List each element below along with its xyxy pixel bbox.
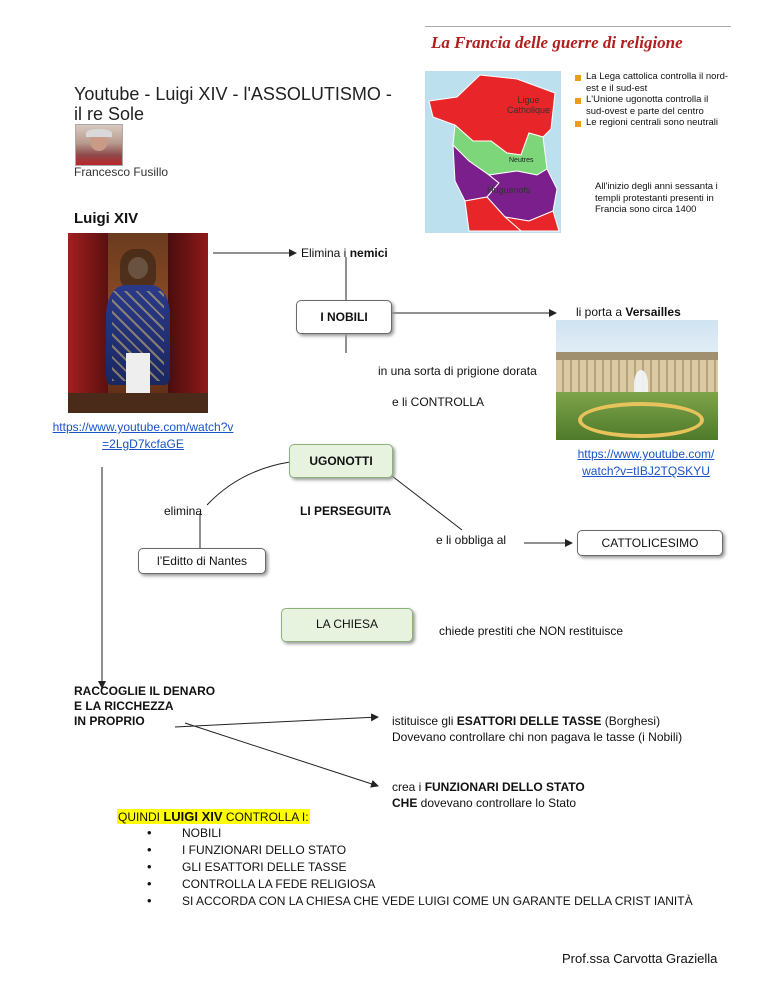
summary-heading: QUINDI LUIGI XIV CONTROLLA I: xyxy=(117,809,310,824)
legend-item: Le regioni centrali sono neutrali xyxy=(575,117,729,129)
elimina-nemici-text: Elimina i nemici xyxy=(301,246,388,260)
box-nobili: I NOBILI xyxy=(296,300,392,334)
line-ugonotti-obbliga xyxy=(391,475,463,531)
curve-elimina-ugonotti xyxy=(206,461,291,506)
author-name: Francesco Fusillo xyxy=(74,165,169,179)
map-title: La Francia delle guerre di religione xyxy=(431,33,683,52)
box-cattolicesimo: CATTOLICESIMO xyxy=(577,530,723,556)
legend-item: La Lega cattolica controlla il nord-est … xyxy=(575,71,729,94)
box-chiesa: LA CHIESA xyxy=(281,608,413,642)
map-label-ligue: Ligue Catholique xyxy=(507,95,551,115)
raccoglie-text: RACCOGLIE IL DENARO E LA RICCHEZZA IN PR… xyxy=(74,684,216,728)
funzionari-text: crea i FUNZIONARI DELLO STATO CHE doveva… xyxy=(392,780,585,810)
map-panel: La Francia delle guerre di religione Lig… xyxy=(425,26,731,233)
list-item: NOBILI xyxy=(147,825,693,843)
legend-marker-icon xyxy=(575,121,581,127)
box-editto-nantes: l’Editto di Nantes xyxy=(138,548,266,574)
list-item: I FUNZIONARI DELLO STATO xyxy=(147,842,693,860)
versailles-photo xyxy=(556,320,718,440)
obbliga-text: e li obbliga al xyxy=(436,533,507,547)
youtube-link-2[interactable]: https://www.youtube.com/ watch?v=tIBJ2TQ… xyxy=(577,447,715,478)
france-map xyxy=(425,71,561,233)
signature: Prof.ssa Carvotta Graziella xyxy=(562,951,718,966)
versailles-text: li porta a Versailles xyxy=(576,305,681,319)
list-item: SI ACCORDA CON LA CHIESA CHE VEDE LUIGI … xyxy=(147,893,693,911)
legend-marker-icon xyxy=(575,98,581,104)
legend-marker-icon xyxy=(575,75,581,81)
louis-xiv-portrait xyxy=(68,233,208,413)
prestiti-text: chiede prestiti che NON restituisce xyxy=(439,624,624,638)
list-item: GLI ESATTORI DELLE TASSE xyxy=(147,859,693,877)
page-heading: Luigi XIV xyxy=(74,210,139,227)
video-title[interactable]: Youtube - Luigi XIV - l'ASSOLUTISMO - il… xyxy=(74,84,392,124)
box-ugonotti: UGONOTTI xyxy=(289,444,393,478)
map-note: All'inizio degli anni sessanta i templi … xyxy=(595,181,718,215)
map-label-neutres: Neutres xyxy=(509,157,534,164)
list-item: CONTROLLA LA FEDE RELIGIOSA xyxy=(147,876,693,894)
elimina-text: elimina xyxy=(164,504,203,518)
legend-item: L'Unione ugonotta controlla il sud-ovest… xyxy=(575,94,729,117)
map-legend: La Lega cattolica controlla il nord-est … xyxy=(575,71,729,129)
summary-list: NOBILI I FUNZIONARI DELLO STATO GLI ESAT… xyxy=(147,825,693,911)
controlla-text: e li CONTROLLA xyxy=(392,395,485,409)
esattori-text: istituisce gli ESATTORI DELLE TASSE (Bor… xyxy=(392,714,683,744)
author-avatar xyxy=(75,124,123,166)
perseguita-text: LI PERSEGUITA xyxy=(300,504,392,518)
arrow-to-esattori xyxy=(174,713,379,728)
youtube-link-1[interactable]: https://www.youtube.com/watch?v =2LgD7kc… xyxy=(52,420,234,451)
arrow-to-funzionari xyxy=(184,722,379,788)
map-label-huguenots: Huguenots xyxy=(487,185,531,195)
prigione-text: in una sorta di prigione dorata xyxy=(378,364,537,378)
